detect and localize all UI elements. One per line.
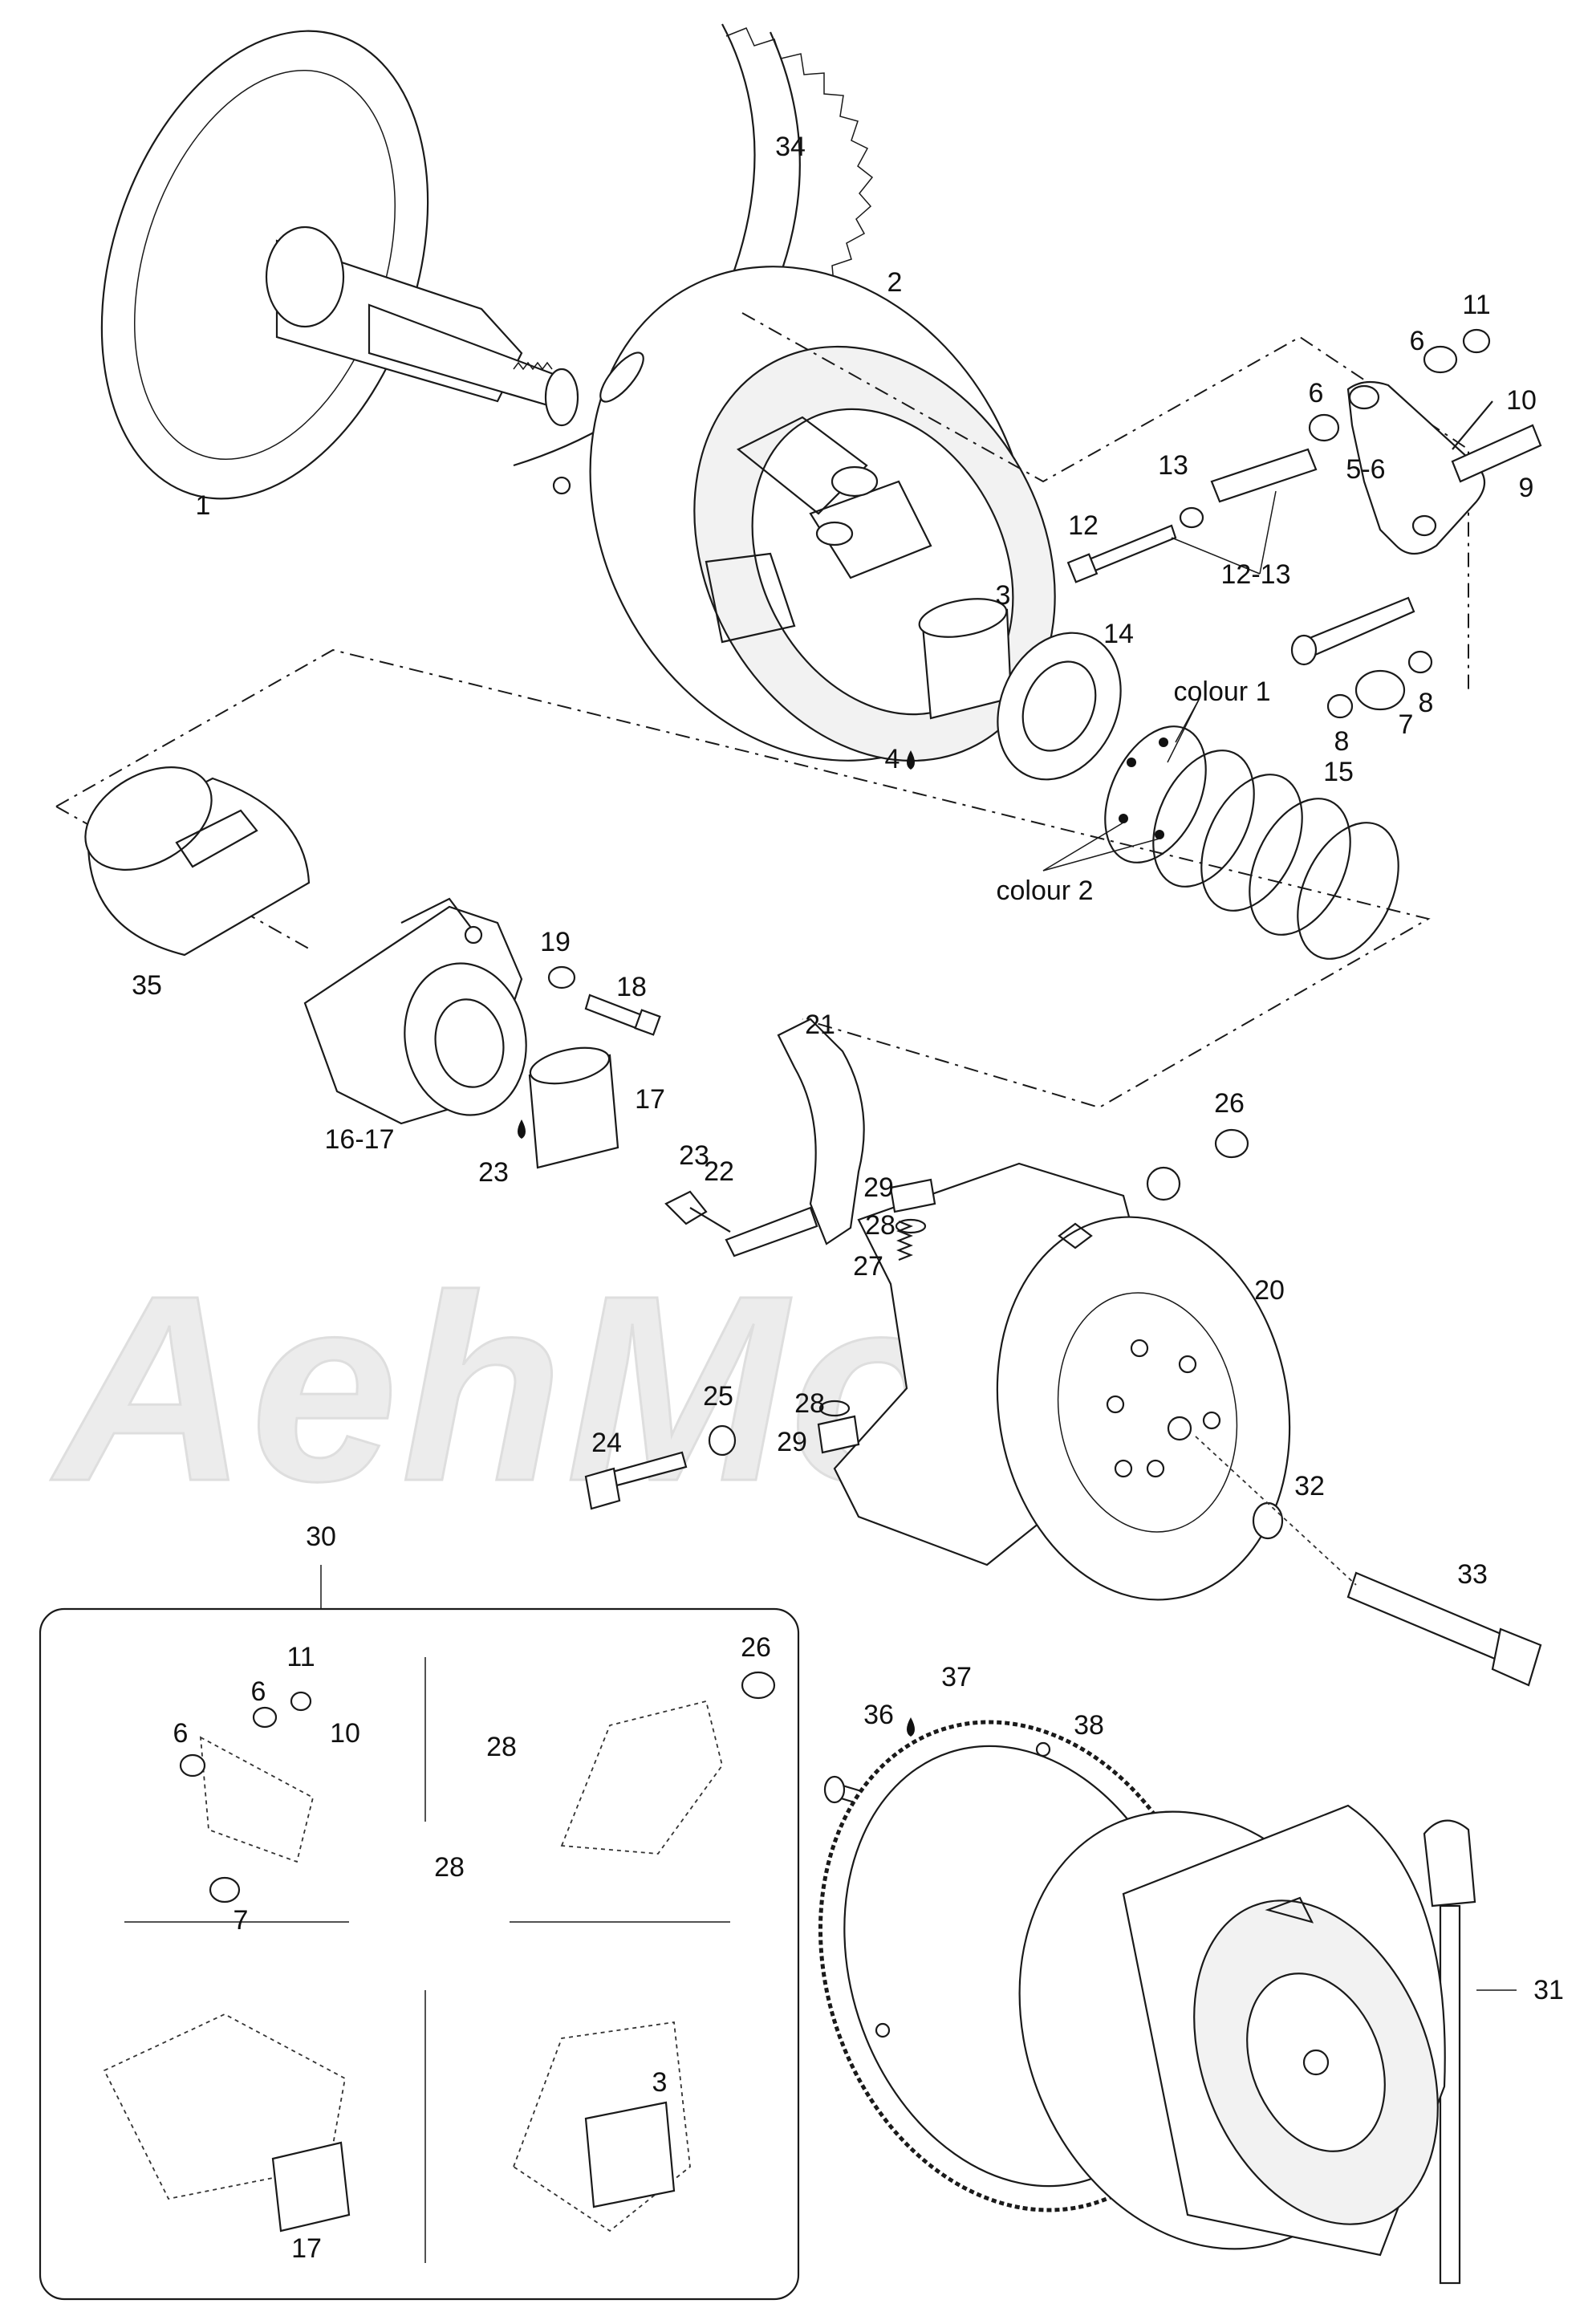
washer-25 — [708, 1424, 737, 1457]
callout-21: 21 — [805, 1010, 835, 1040]
roller-arm-illustration — [1346, 380, 1486, 555]
roller-pin-9 — [1451, 424, 1542, 483]
callout-29-lower: 29 — [777, 1427, 807, 1457]
callout-23-right: 23 — [679, 1140, 709, 1171]
fixed-hub-20 — [833, 1162, 1291, 1601]
callout-28-upper: 28 — [865, 1210, 896, 1241]
callout-13: 13 — [1158, 450, 1188, 481]
inset-callout-7: 7 — [233, 1905, 249, 1936]
callout-12-13: 12-13 — [1220, 559, 1291, 590]
callout-6-lower: 6 — [1308, 378, 1324, 408]
bushing-6-upper — [1423, 345, 1458, 374]
callout-26: 26 — [1214, 1088, 1245, 1119]
callout-8-right: 8 — [1418, 688, 1434, 718]
callout-5-6: 5-6 — [1346, 454, 1386, 485]
inset-callout-28-upper: 28 — [486, 1732, 517, 1762]
washer-8-left — [1326, 693, 1354, 719]
callout-8-left: 8 — [1334, 726, 1350, 757]
sleeve-12-13 — [1210, 448, 1318, 503]
callout-25: 25 — [703, 1381, 733, 1412]
callout-6-upper: 6 — [1409, 326, 1425, 356]
callout-11: 11 — [1462, 290, 1491, 320]
assembly-frame-upper — [741, 312, 1469, 690]
roller-7 — [1354, 669, 1406, 711]
callout-17: 17 — [635, 1084, 665, 1115]
callout-35: 35 — [132, 970, 162, 1001]
inset-callout-26: 26 — [741, 1632, 771, 1663]
driven-pulley-assembly — [1018, 1804, 1446, 2257]
bolt-23 — [664, 1190, 708, 1225]
callout-36: 36 — [863, 1700, 894, 1730]
callout-7: 7 — [1398, 709, 1414, 740]
callout-18: 18 — [616, 972, 647, 1002]
inset-box-30 — [39, 1565, 800, 2301]
callout-14: 14 — [1103, 619, 1134, 649]
callout-15: 15 — [1323, 757, 1354, 787]
adhesive-drop-37 — [907, 1717, 915, 1737]
assembly-frame-lower — [55, 648, 1431, 1109]
bushing-6-lower — [1308, 413, 1340, 442]
inset-callout-28-lower: 28 — [434, 1852, 465, 1883]
weight-arm-21 — [777, 1018, 865, 1245]
o-ring-28-lower — [818, 1400, 851, 1417]
callout-16-17: 16-17 — [324, 1124, 395, 1155]
cylinder-cover-35 — [84, 766, 311, 957]
callout-32: 32 — [1294, 1471, 1325, 1501]
o-ring-28-upper — [895, 1218, 927, 1234]
inset-callout-6-upper: 6 — [250, 1676, 266, 1707]
inset-callout-3: 3 — [652, 2067, 668, 2098]
callout-3: 3 — [995, 580, 1011, 611]
cap-29-upper — [889, 1178, 936, 1213]
callout-12: 12 — [1068, 510, 1099, 541]
callout-20: 20 — [1254, 1275, 1285, 1306]
callout-4: 4 — [884, 744, 900, 774]
inset-callout-10: 10 — [330, 1718, 360, 1749]
tool-bolt-31 — [1423, 1819, 1517, 2285]
callout-29-upper: 29 — [863, 1172, 894, 1203]
washer-8-right — [1407, 650, 1433, 674]
nut-11 — [1462, 328, 1491, 354]
callout-30: 30 — [306, 1522, 336, 1552]
callout-19: 19 — [540, 927, 571, 957]
spider-hub-16-17 — [303, 897, 527, 1125]
inset-callout-6-lower: 6 — [173, 1718, 189, 1749]
spring-15 — [1104, 725, 1399, 960]
inset-callout-17: 17 — [291, 2233, 322, 2264]
callout-22: 22 — [704, 1156, 734, 1187]
pin-22 — [725, 1206, 818, 1257]
nut-26 — [1214, 1128, 1249, 1159]
callout-31: 31 — [1533, 1975, 1564, 2005]
callout-27: 27 — [853, 1251, 883, 1282]
callout-37: 37 — [941, 1662, 972, 1692]
grease-drop-23 — [518, 1119, 526, 1139]
pin-10 — [1452, 400, 1493, 450]
cap-29-lower — [817, 1415, 860, 1454]
callout-1: 1 — [195, 490, 211, 521]
washer-32 — [1252, 1501, 1284, 1540]
washer-13 — [1179, 506, 1204, 529]
washer-19 — [547, 965, 576, 989]
callout-23-left: 23 — [478, 1157, 509, 1188]
callout-33: 33 — [1457, 1559, 1488, 1590]
callout-10: 10 — [1506, 385, 1537, 416]
inset-callout-11: 11 — [286, 1642, 315, 1672]
callout-colour-1: colour 1 — [1173, 676, 1271, 707]
callout-38: 38 — [1074, 1710, 1104, 1741]
callout-28-lower: 28 — [794, 1388, 825, 1419]
spring-27 — [896, 1220, 913, 1262]
callout-24: 24 — [591, 1428, 622, 1458]
callout-34: 34 — [775, 132, 806, 162]
grease-drop-4 — [907, 750, 915, 770]
callout-2: 2 — [887, 267, 903, 298]
callout-9: 9 — [1518, 473, 1534, 503]
callout-colour-2: colour 2 — [996, 876, 1094, 906]
sheave-with-shaft-illustration — [100, 30, 579, 500]
